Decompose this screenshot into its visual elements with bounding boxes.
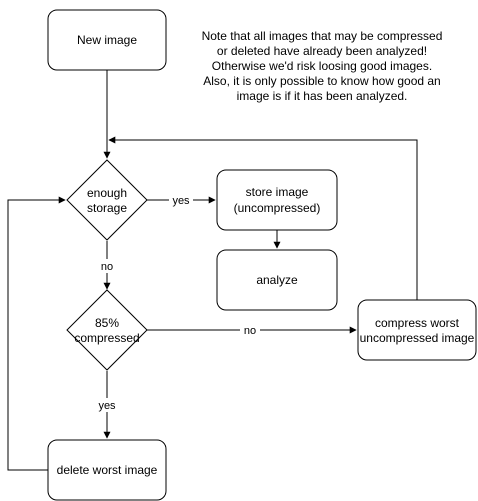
label-enough-storage-line1: enough [87,186,127,200]
edge-compress-loop-back [108,136,418,300]
label-compressed-line2: compressed [74,331,139,345]
label-new-image: New image [77,33,137,47]
note-line-4: Also, it is only possible to know how go… [203,74,440,88]
edge-label-no-compressed: no [244,325,256,337]
node-enough-storage-decision [66,159,148,241]
edge-label-backgrounds [95,193,260,412]
node-analyze [216,249,338,311]
node-compressed-decision [66,289,148,371]
edges [7,70,418,471]
label-delete-worst: delete worst image [57,463,158,477]
label-compressed-line1: 85% [95,316,119,330]
edge-label-yes-compressed: yes [98,400,116,412]
edge-label-no-storage: no [101,261,113,273]
note-line-2: or deleted have already been analyzed! [217,44,427,58]
label-store-image-line1: store image [246,185,309,199]
label-analyze: analyze [256,273,298,287]
note-block: Note that all images that may be compres… [202,29,443,103]
node-new-image [47,9,167,71]
label-enough-storage-line2: storage [87,201,127,215]
nodes [47,9,477,501]
node-compress-worst [357,299,477,361]
note-line-3: Otherwise we'd risk loosing good images. [212,59,432,73]
node-store-image [216,169,338,231]
note-line-5: image is if it has been analyzed. [237,89,408,103]
edge-label-yes-storage: yes [172,195,190,207]
label-compress-worst-line2: uncompressed image [360,331,475,345]
edge-delete-loop-back [7,196,66,471]
label-store-image-line2: (uncompressed) [234,201,321,215]
node-delete-worst [47,439,167,501]
note-line-1: Note that all images that may be compres… [202,29,443,43]
label-compress-worst-line1: compress worst [375,316,460,330]
